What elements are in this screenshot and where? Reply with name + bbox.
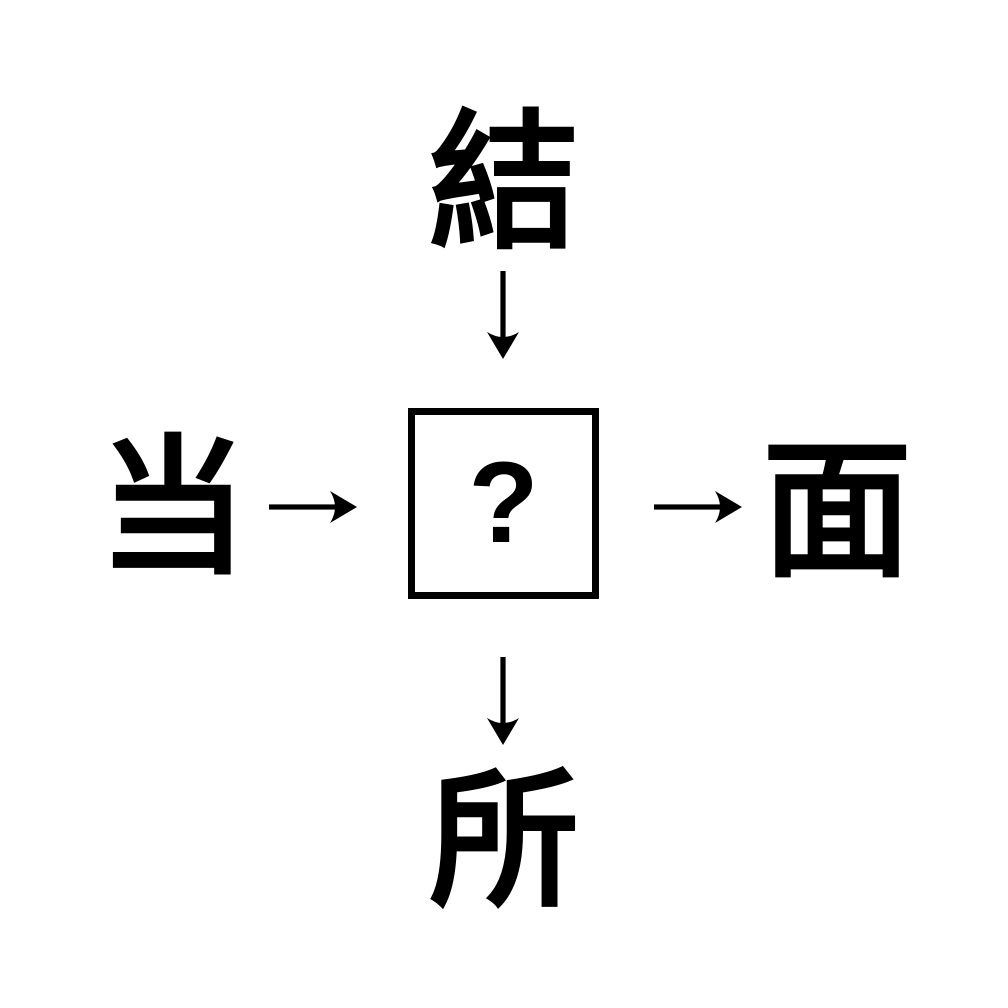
arrow-right-icon bbox=[654, 491, 742, 523]
kanji-bottom: 所 bbox=[428, 757, 580, 925]
arrow-down-icon bbox=[487, 657, 519, 745]
arrow-right-icon bbox=[269, 491, 357, 523]
arrow-down-icon bbox=[487, 271, 519, 359]
kanji-top: 結 bbox=[428, 99, 580, 267]
question-mark: ? bbox=[468, 439, 539, 567]
answer-box[interactable]: ? bbox=[408, 408, 599, 599]
kanji-left: 当 bbox=[97, 424, 249, 592]
kanji-right: 面 bbox=[761, 427, 913, 595]
